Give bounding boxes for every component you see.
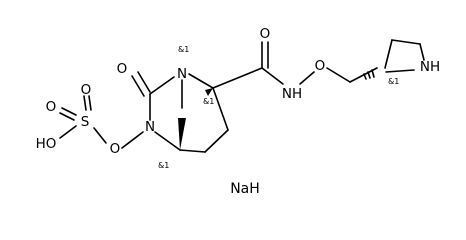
- atom-nh-azetidine: NH: [420, 59, 440, 75]
- bond-carbonyl-double-a: [137, 71, 151, 93]
- bond-s-otop-a: [83, 95, 87, 111]
- bond-n6-o: [121, 131, 144, 149]
- bond-n1-c2: [188, 73, 214, 89]
- atom-o-hydroxylamine: O: [315, 58, 326, 74]
- bond-nh-o: [299, 71, 315, 85]
- bond-s-oleft-a: [61, 107, 77, 116]
- stereo-label-n-top: &1: [178, 45, 189, 54]
- bond-s-oh: [59, 125, 77, 139]
- atom-o-amide: O: [260, 26, 271, 42]
- atom-s-sulfate: S: [81, 114, 90, 130]
- stereo-label-c-alpha: &1: [203, 97, 214, 106]
- bond-s-oleft-b: [59, 112, 75, 121]
- bond-c7-n1: [149, 76, 175, 95]
- bond-carbonyl-double-b: [131, 75, 145, 97]
- bonds: [59, 39, 425, 153]
- bond-o-ch2: [326, 67, 351, 83]
- stereo-label-c-azetidine: &1: [388, 77, 399, 86]
- bond-camide-nh: [261, 67, 284, 85]
- bond-o-s: [93, 127, 107, 144]
- wedge-alpha: [205, 88, 213, 96]
- bond-c2-camide: [212, 67, 263, 89]
- chemical-structure-diagram: O N N O S O O HO O NH O NH &1 &1 &1 &1 N…: [36, 26, 441, 197]
- bond-c2-c3: [212, 87, 229, 131]
- bond-s-otop-b: [88, 95, 92, 111]
- stereo-label-c-bottom: &1: [158, 161, 169, 170]
- atom-n-bridge-top: N: [177, 66, 187, 82]
- counterion-label: NaH: [230, 181, 260, 197]
- hash-bond-azetidine: [363, 69, 375, 80]
- bond-c3-c4: [204, 129, 229, 153]
- atom-o-n-link: O: [110, 141, 121, 157]
- bond-az-3: [419, 43, 425, 61]
- wedge-bridge-bottom: [178, 118, 186, 150]
- atom-o-carbonyl-left: O: [117, 61, 128, 77]
- bond-az-2: [391, 39, 421, 45]
- bond-az-1: [384, 39, 393, 69]
- atom-n-bridge-left: N: [145, 119, 155, 135]
- bond-az-4: [385, 69, 415, 73]
- bond-n6-c5: [154, 131, 181, 151]
- atom-oh-sulfate: HO: [36, 136, 57, 152]
- atom-o-sulfate-left: O: [46, 99, 57, 115]
- bond-c4-c5: [179, 149, 206, 153]
- atom-nh-amide: NH: [282, 86, 302, 102]
- atom-o-sulfate-top: O: [81, 82, 92, 98]
